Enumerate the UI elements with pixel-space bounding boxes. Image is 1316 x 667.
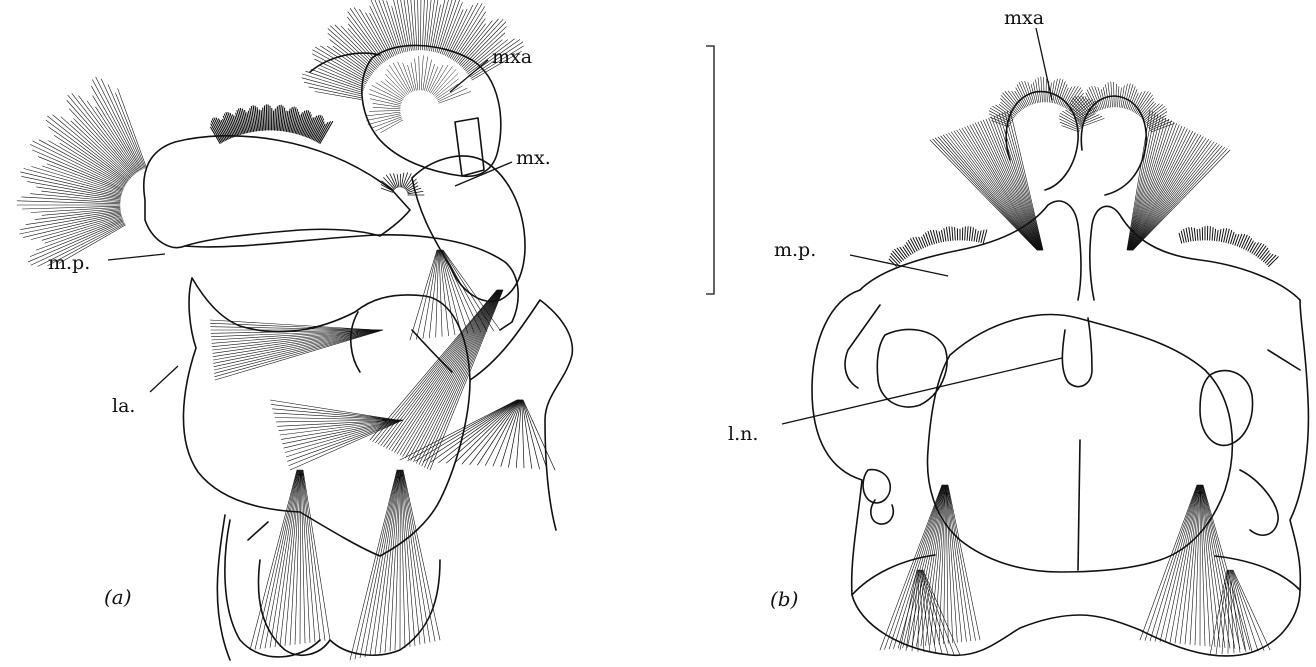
panel-b-side-plate-right [1200, 371, 1253, 446]
panel-b-label-mp: m.p. [774, 239, 816, 261]
panel-b-ligula-stem [1062, 318, 1092, 387]
panel-b-palp-right [1090, 206, 1300, 300]
panel-a-muscle-striations [210, 250, 555, 660]
panel-b-drawing: mxa m.p. l.n. (b) [728, 7, 1308, 656]
panel-a-label-mxa: mxa [492, 46, 532, 68]
panel-b-bristle-fringes [880, 77, 1278, 650]
panel-a-labium-body [183, 278, 470, 556]
panel-b-caption: (b) [770, 587, 798, 611]
panel-a-leader-la [150, 366, 178, 392]
panel-a-label-mp: m.p. [48, 252, 90, 274]
panel-a-maxilla-band [455, 118, 484, 176]
panel-a-bristle-fringes [17, 0, 523, 266]
panel-a-palp-shaft [185, 235, 518, 330]
panel-a-lower-outline [217, 515, 230, 660]
panel-a-inner-curve [351, 312, 360, 372]
panel-a-drawing: mxa mx. m.p. la. (a) [17, 0, 572, 660]
panel-b-palp-left [860, 201, 1081, 300]
panel-a-label-la: la. [112, 395, 135, 417]
panel-b-band-left [845, 305, 880, 388]
panel-a-maxillary-palp [144, 136, 410, 248]
panel-b-midline [1078, 440, 1080, 570]
panel-a-maxilla [412, 156, 525, 301]
panel-b-apex-lobe-right [1081, 96, 1146, 195]
panel-b-label-mxa: mxa [1004, 7, 1044, 29]
panel-a-label-mx: mx. [516, 147, 551, 169]
panel-b-label-ln: l.n. [728, 423, 758, 445]
panel-b-leader-ln [782, 358, 1062, 424]
scale-bar [706, 46, 714, 294]
panel-a-inner-curve-2 [412, 330, 452, 372]
panel-b-band-right [1268, 350, 1300, 370]
panel-b-right-fold [1240, 470, 1278, 535]
panel-a-caption: (a) [104, 585, 132, 609]
panel-b-side-plate-left [877, 329, 947, 407]
panel-a-small-tick [248, 522, 268, 540]
panel-a-labium-side [470, 300, 572, 530]
panel-b-coil-lobe [863, 470, 893, 524]
panel-a-leader-mp [108, 254, 165, 260]
